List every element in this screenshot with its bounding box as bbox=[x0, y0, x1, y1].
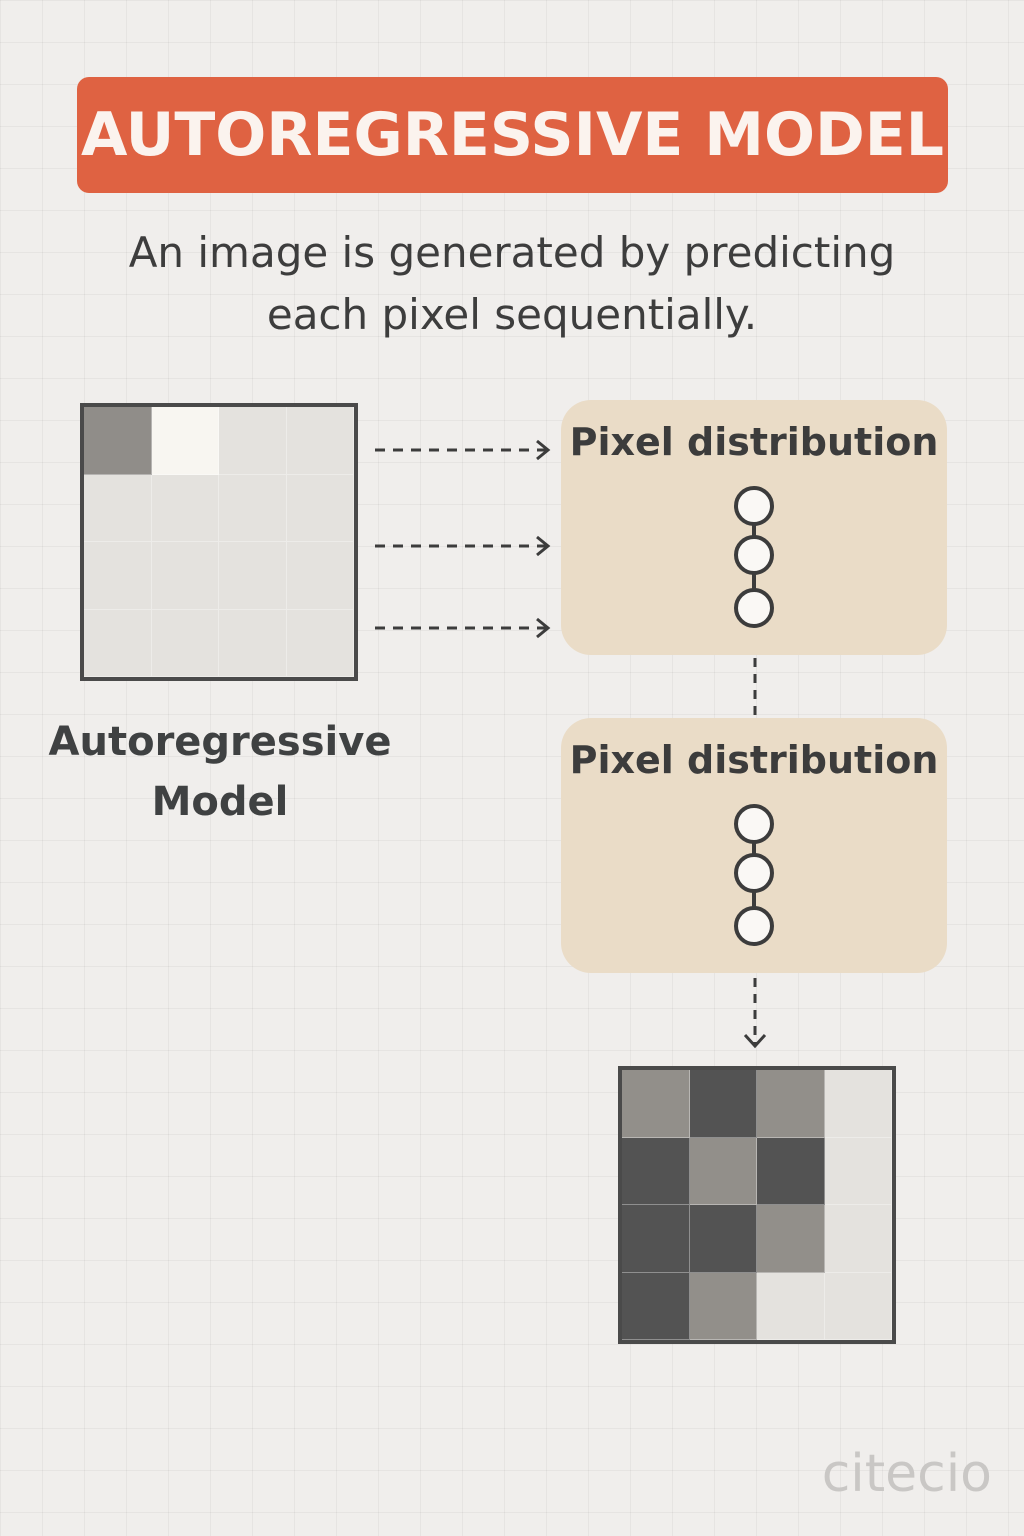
watermark-logo: citecio bbox=[821, 1444, 992, 1504]
output-image-grid bbox=[618, 1066, 896, 1344]
output-pixel-cell bbox=[622, 1272, 690, 1340]
pixel-distribution-box-1: Pixel distribution bbox=[561, 400, 947, 655]
arrow-down-head-icon bbox=[743, 1033, 767, 1049]
output-pixel-cell bbox=[689, 1137, 757, 1205]
output-pixel-cell bbox=[757, 1070, 825, 1138]
input-pixel-cell bbox=[219, 407, 287, 475]
node-circle bbox=[734, 853, 774, 893]
input-pixel-cell bbox=[84, 609, 152, 677]
output-pixel-cell bbox=[622, 1070, 690, 1138]
output-pixel-cell bbox=[689, 1205, 757, 1273]
model-label-line-1: Autoregressive bbox=[48, 719, 392, 765]
subtitle: An image is generated by predicting each… bbox=[80, 222, 944, 346]
input-pixel-cell bbox=[84, 474, 152, 542]
node-chain-2 bbox=[734, 804, 774, 946]
node-chain-1 bbox=[734, 486, 774, 628]
output-pixel-cell bbox=[757, 1137, 825, 1205]
input-pixel-cell bbox=[151, 474, 219, 542]
input-pixel-cell bbox=[286, 407, 354, 475]
model-label-line-2: Model bbox=[151, 779, 289, 825]
output-pixel-cell bbox=[757, 1272, 825, 1340]
output-pixel-cell bbox=[622, 1137, 690, 1205]
node-circle bbox=[734, 906, 774, 946]
output-pixel-cell bbox=[824, 1272, 892, 1340]
input-pixel-cell bbox=[286, 609, 354, 677]
model-label: Autoregressive Model bbox=[40, 712, 400, 832]
output-pixel-cell bbox=[689, 1070, 757, 1138]
node-circle bbox=[734, 486, 774, 526]
input-pixel-cell bbox=[219, 474, 287, 542]
input-pixel-cell bbox=[151, 609, 219, 677]
input-pixel-cell bbox=[84, 542, 152, 610]
output-pixel-cell bbox=[824, 1205, 892, 1273]
pixel-distribution-title-2: Pixel distribution bbox=[569, 738, 939, 782]
input-pixel-cell bbox=[151, 542, 219, 610]
output-pixel-cell bbox=[622, 1205, 690, 1273]
subtitle-line-1: An image is generated by predicting bbox=[128, 228, 896, 277]
input-pixel-cell bbox=[151, 407, 219, 475]
pixel-distribution-box-2: Pixel distribution bbox=[561, 718, 947, 973]
arrow-head-icon bbox=[536, 535, 551, 557]
page-title: AUTOREGRESSIVE MODEL bbox=[81, 100, 944, 170]
arrow-head-icon bbox=[536, 439, 551, 461]
title-banner: AUTOREGRESSIVE MODEL bbox=[77, 77, 948, 193]
input-pixel-cell bbox=[219, 609, 287, 677]
subtitle-line-2: each pixel sequentially. bbox=[266, 290, 758, 339]
node-circle bbox=[734, 588, 774, 628]
pixel-distribution-title-1: Pixel distribution bbox=[569, 420, 939, 464]
output-pixel-cell bbox=[757, 1205, 825, 1273]
output-pixel-cell bbox=[689, 1272, 757, 1340]
output-pixel-cell bbox=[824, 1137, 892, 1205]
output-pixel-cell bbox=[824, 1070, 892, 1138]
node-circle bbox=[734, 804, 774, 844]
input-pixel-cell bbox=[286, 542, 354, 610]
input-pixel-cell bbox=[84, 407, 152, 475]
input-image-grid bbox=[80, 403, 358, 681]
node-circle bbox=[734, 535, 774, 575]
input-pixel-cell bbox=[286, 474, 354, 542]
input-pixel-cell bbox=[219, 542, 287, 610]
arrow-head-icon bbox=[536, 617, 551, 639]
